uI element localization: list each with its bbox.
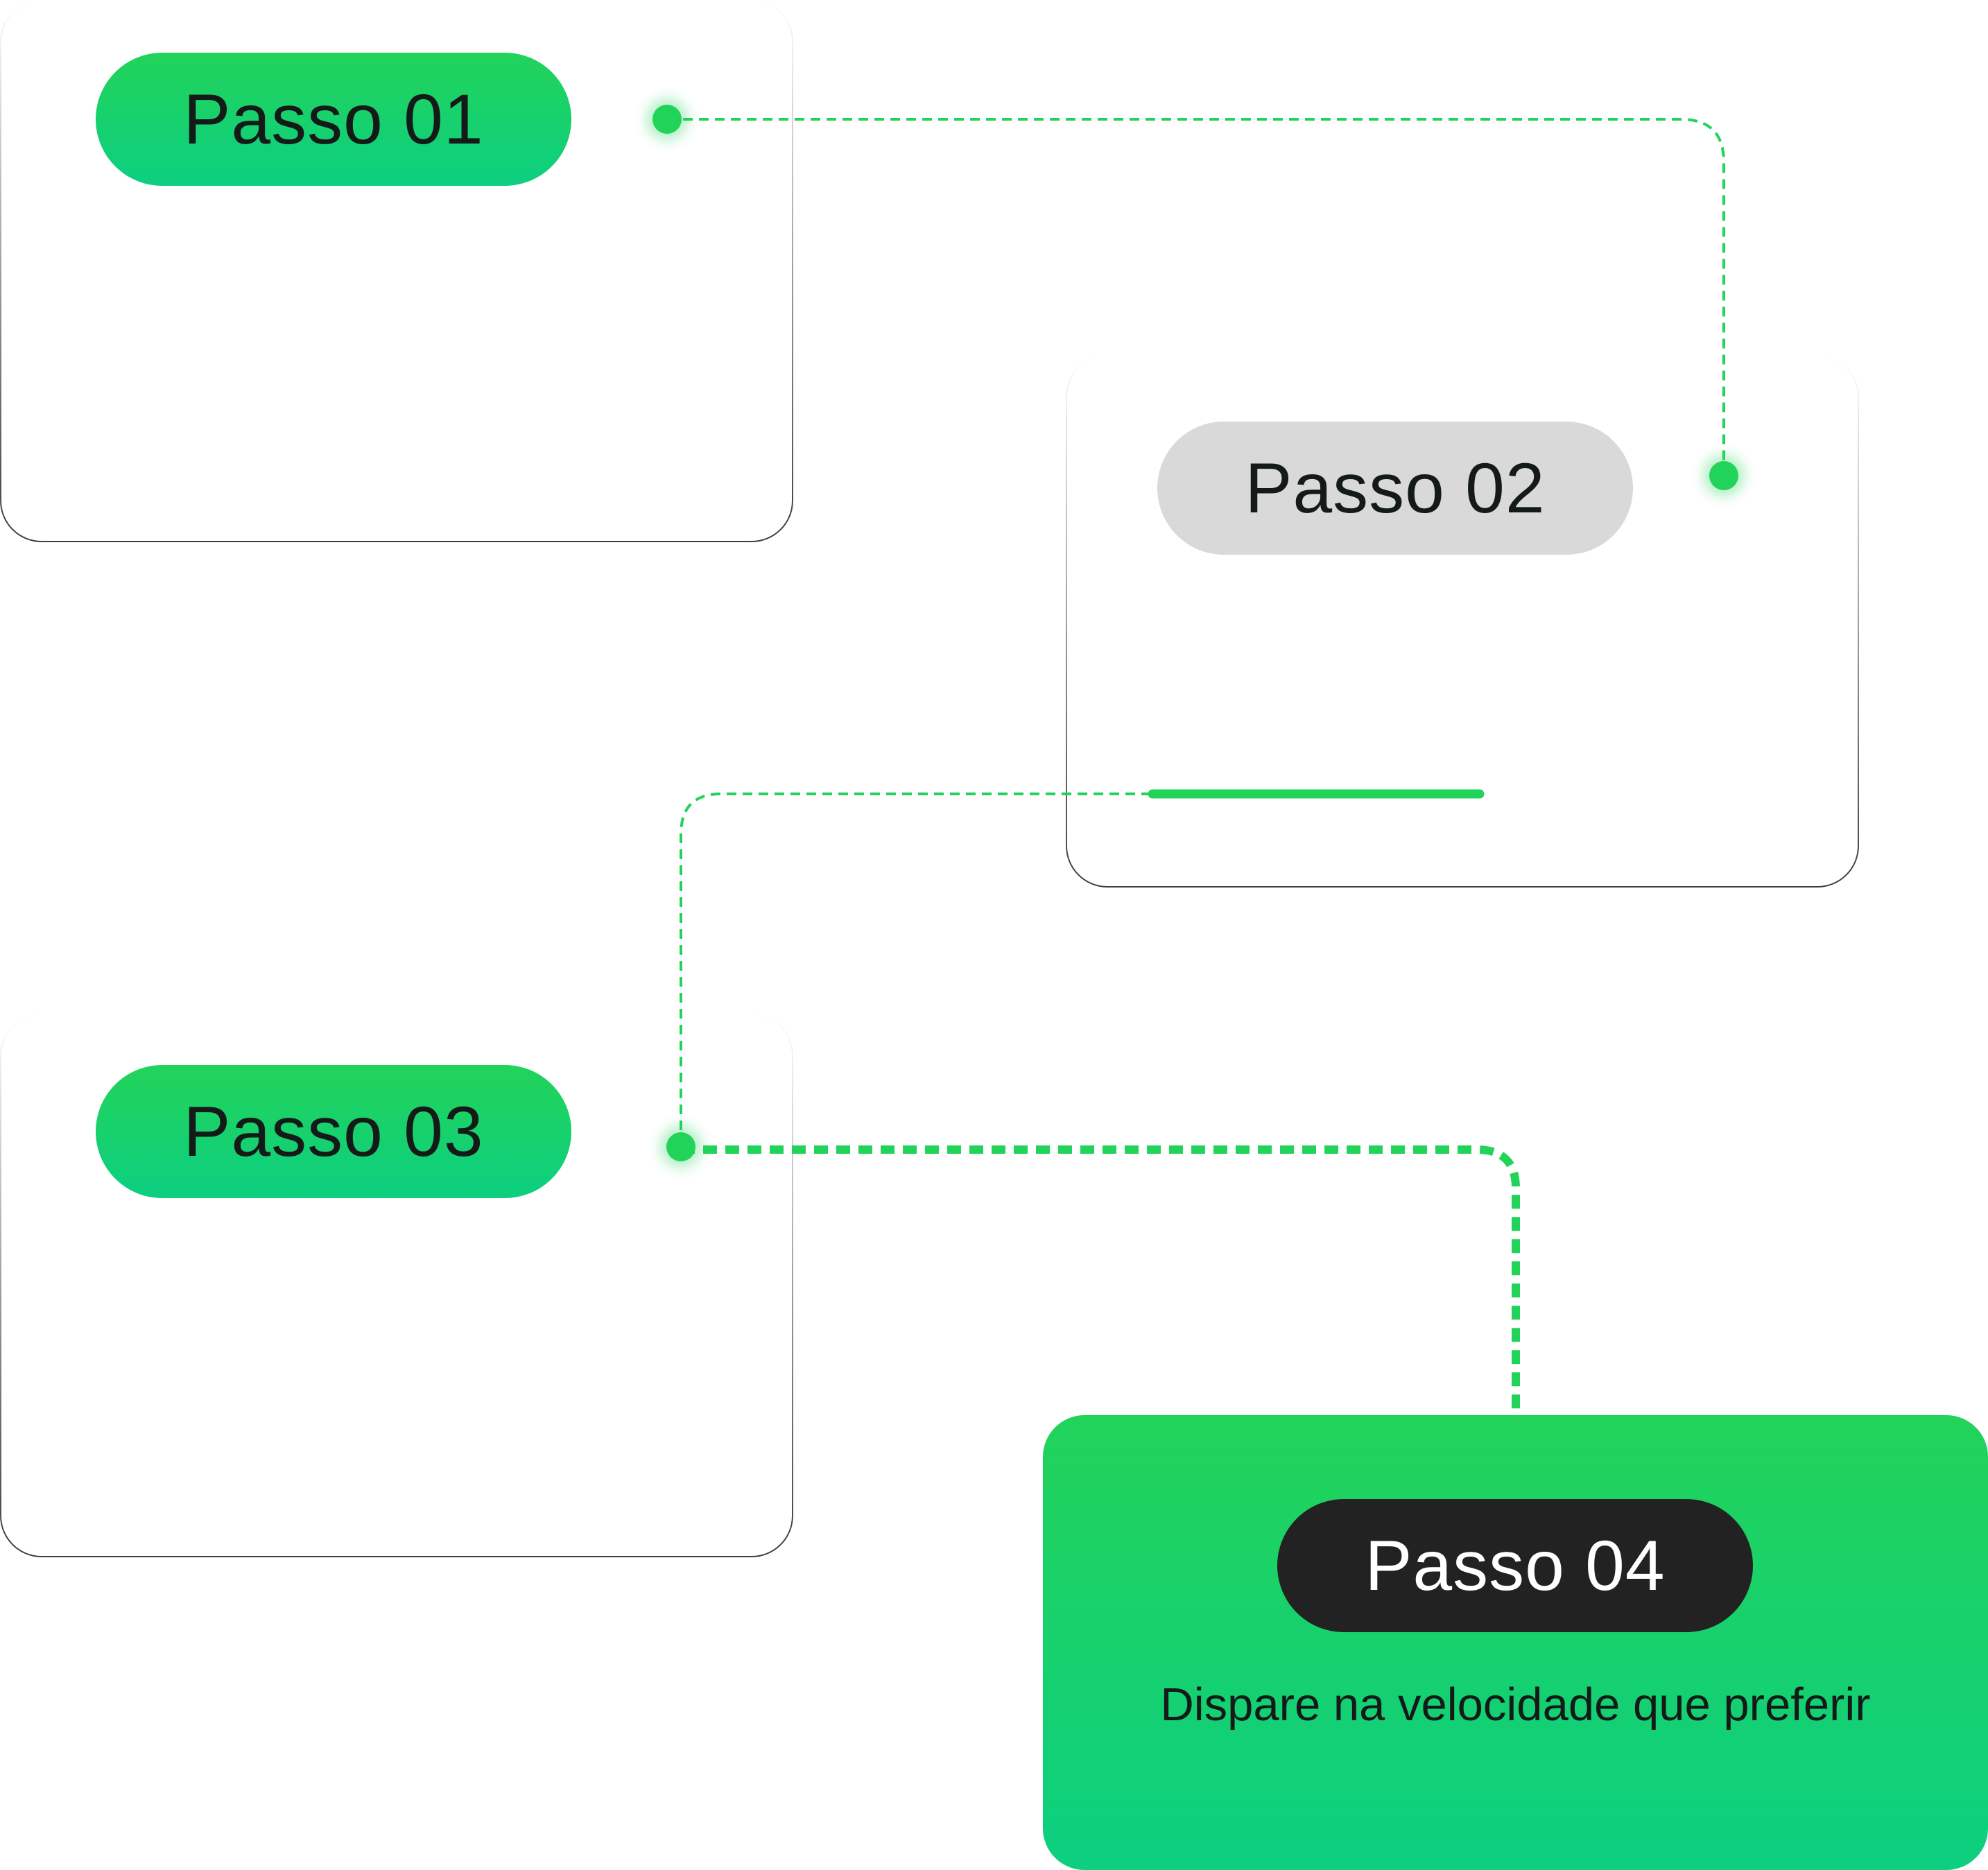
connector-step2-step3 xyxy=(680,793,1151,1145)
step-03-label: Passo 03 xyxy=(96,1065,571,1198)
step-01-label: Passo 01 xyxy=(96,53,571,186)
step-02-label: Passo 02 xyxy=(1157,422,1633,555)
connector-step3-step4 xyxy=(681,1145,1520,1412)
step-03-node xyxy=(660,1126,702,1168)
step-04-description: Dispare na velocidade que preferir xyxy=(1160,1679,1871,1731)
step-01-node xyxy=(646,98,688,140)
step-04-label: Passo 04 xyxy=(1277,1499,1753,1632)
step-04-card xyxy=(1043,1415,1988,1870)
step-02-node xyxy=(1703,455,1745,496)
